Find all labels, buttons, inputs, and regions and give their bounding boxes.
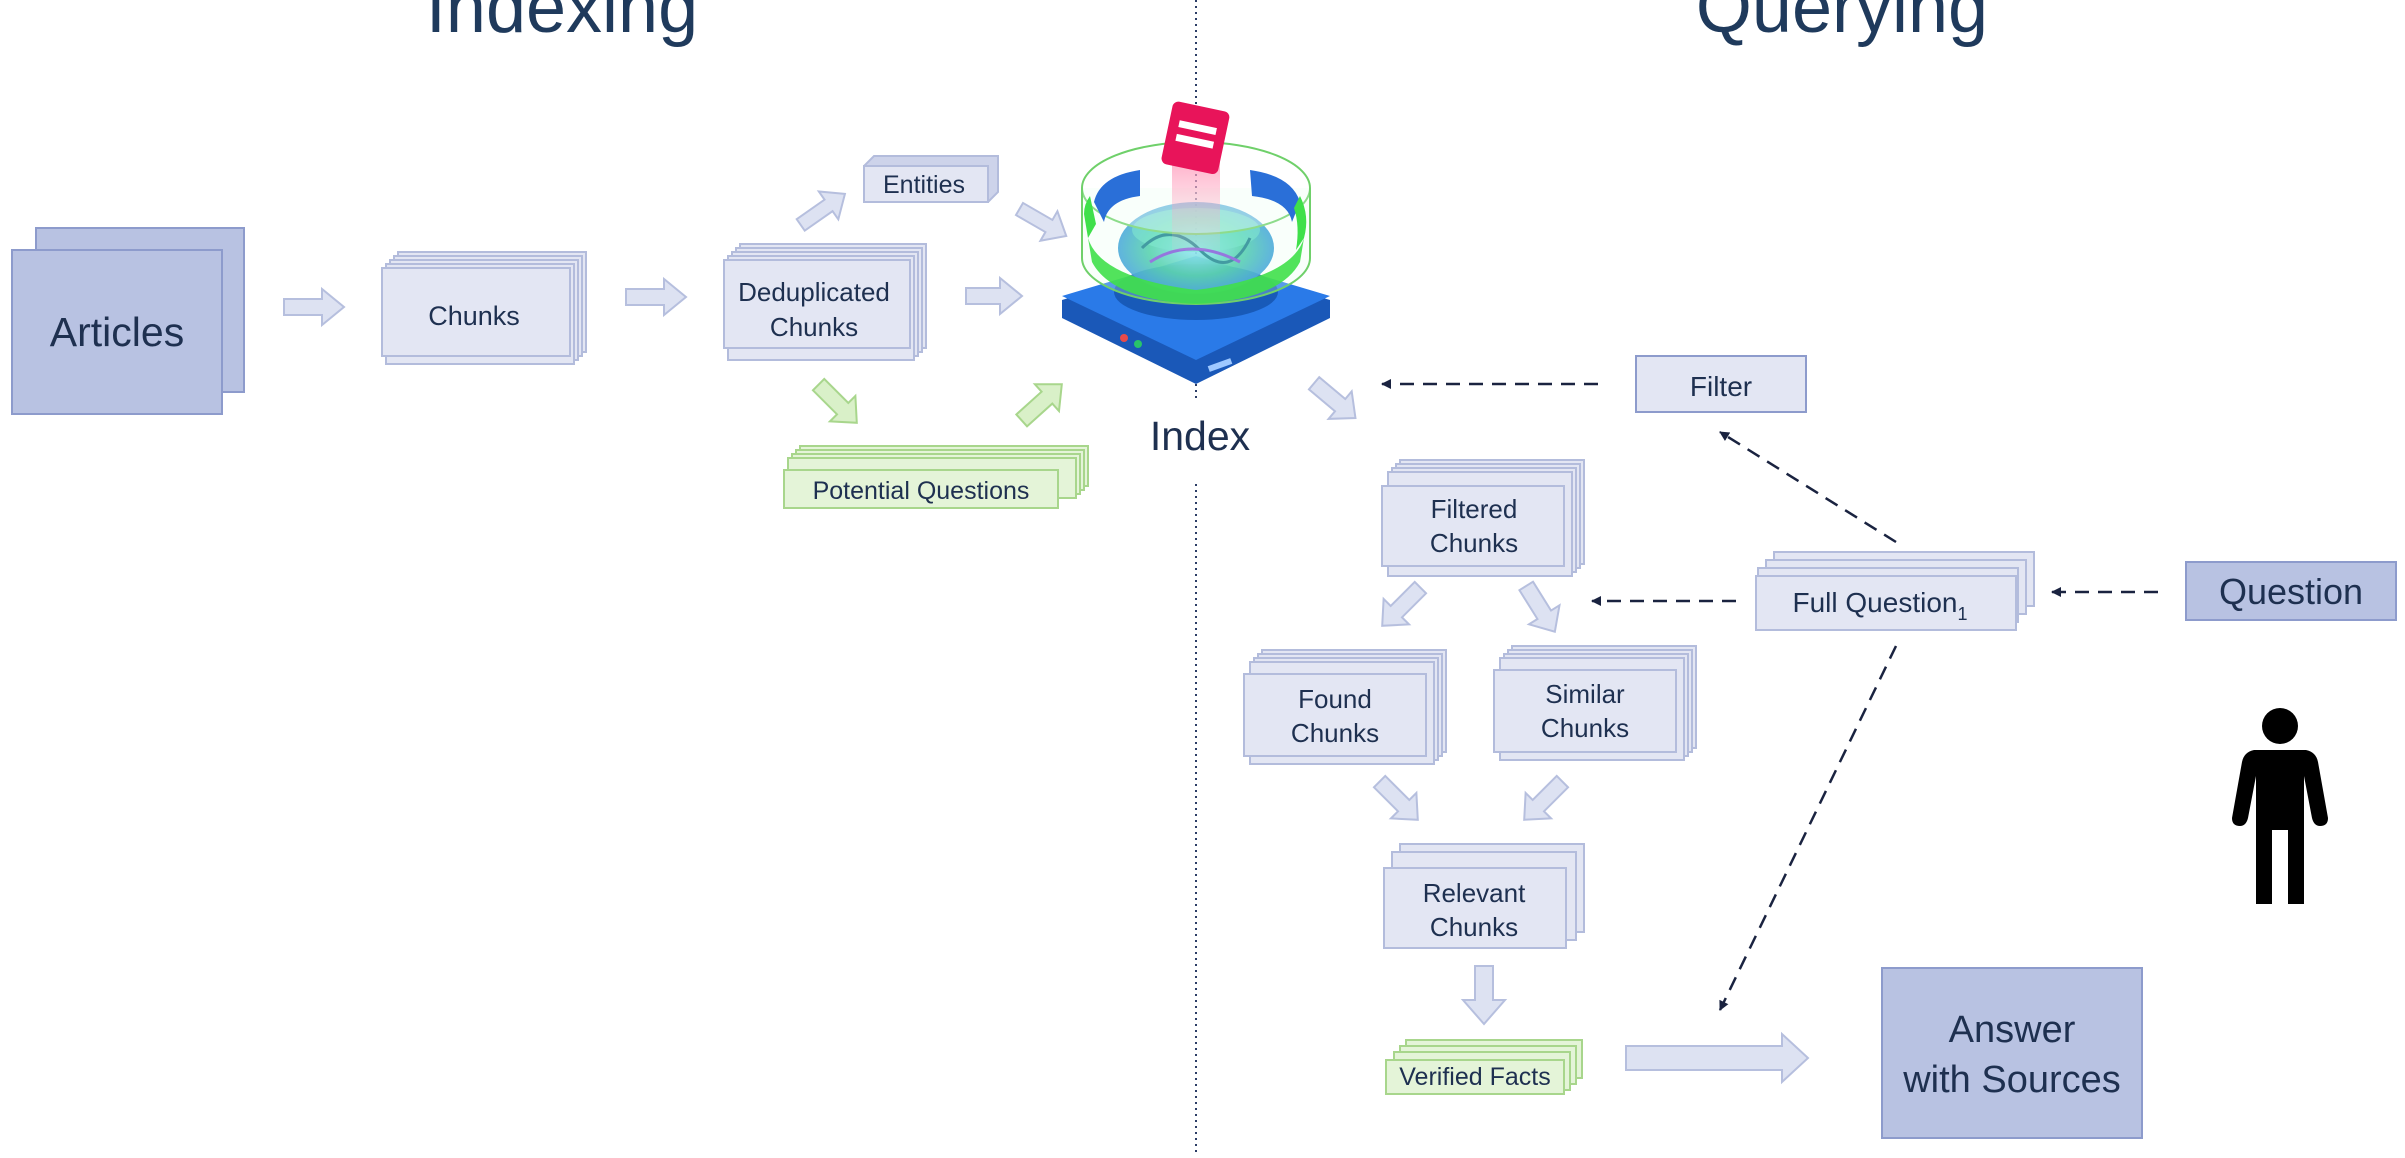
verified-facts-stack: Verified Facts — [1385, 1039, 1583, 1095]
index-database-icon — [1062, 101, 1330, 384]
answer-label-line1: Answer — [1949, 1009, 2076, 1051]
potential-questions-label: Potential Questions — [813, 477, 1030, 505]
relevant-label-line1: Relevant — [1423, 878, 1526, 908]
articles-box: Articles — [11, 227, 245, 415]
verified-facts-label: Verified Facts — [1399, 1063, 1550, 1091]
full-question-stack: Full Question1 — [1755, 551, 2035, 631]
arrow-deduplicated-to-questions — [811, 377, 858, 424]
dashed-question-to-filter — [1719, 430, 1897, 544]
arrow-found-to-relevant — [1372, 774, 1419, 821]
person-icon — [2232, 708, 2328, 904]
arrow-deduplicated-to-index — [965, 275, 1024, 317]
potential-questions-stack: Potential Questions — [783, 445, 1089, 509]
found-chunks-stack: Found Chunks — [1243, 649, 1447, 765]
found-label-line1: Found — [1298, 684, 1372, 714]
full-question-text: Full Question — [1793, 587, 1958, 618]
full-question-subscript: 1 — [1957, 604, 1967, 624]
index-label: Index — [1150, 413, 1251, 459]
deduplicated-label-line2: Chunks — [770, 312, 858, 342]
answer-box: Answer with Sources — [1881, 967, 2143, 1139]
answer-label-line2: with Sources — [1902, 1059, 2121, 1101]
full-question-label: Full Question1 — [1793, 587, 1968, 624]
entities-label: Entities — [883, 171, 965, 199]
similar-chunks-stack: Similar Chunks — [1493, 645, 1697, 761]
relevant-chunks-stack: Relevant Chunks — [1383, 843, 1585, 949]
arrow-filtered-to-similar — [1518, 580, 1561, 634]
entities-box: Entities — [863, 155, 999, 203]
filter-box: Filter — [1635, 355, 1807, 413]
indexing-section-title: Indexing — [426, 0, 698, 48]
filtered-label-line2: Chunks — [1430, 528, 1518, 558]
arrow-filtered-to-found — [1381, 580, 1428, 627]
arrow-verified-to-answer — [1625, 1031, 1810, 1085]
question-box: Question — [2185, 561, 2397, 621]
filtered-label-line1: Filtered — [1431, 494, 1518, 524]
arrow-chunks-to-deduplicated — [625, 276, 688, 318]
arrow-entities-to-index — [1014, 201, 1068, 243]
arrow-index-to-filtered — [1307, 375, 1357, 421]
dashed-question-to-answer — [1718, 645, 1898, 1011]
similar-label-line2: Chunks — [1541, 713, 1629, 743]
arrow-articles-to-chunks — [283, 286, 346, 328]
arrow-relevant-to-verified — [1460, 965, 1508, 1026]
deduplicated-chunks-stack: Deduplicated Chunks — [723, 243, 927, 361]
relevant-label-line2: Chunks — [1430, 912, 1518, 942]
chunks-label: Chunks — [428, 301, 520, 331]
similar-label-line1: Similar — [1545, 679, 1625, 709]
chunks-stack: Chunks — [381, 251, 587, 365]
articles-label: Articles — [50, 309, 184, 355]
querying-section-title: Querying — [1696, 0, 1988, 48]
arrow-similar-to-relevant — [1523, 774, 1570, 821]
found-label-line2: Chunks — [1291, 718, 1379, 748]
deduplicated-label-line1: Deduplicated — [738, 277, 890, 307]
filter-label: Filter — [1690, 371, 1752, 402]
arrow-questions-to-index — [1014, 383, 1063, 428]
arrow-deduplicated-to-entities — [795, 190, 847, 233]
question-label: Question — [2219, 571, 2363, 612]
filtered-chunks-stack: Filtered Chunks — [1381, 459, 1585, 577]
